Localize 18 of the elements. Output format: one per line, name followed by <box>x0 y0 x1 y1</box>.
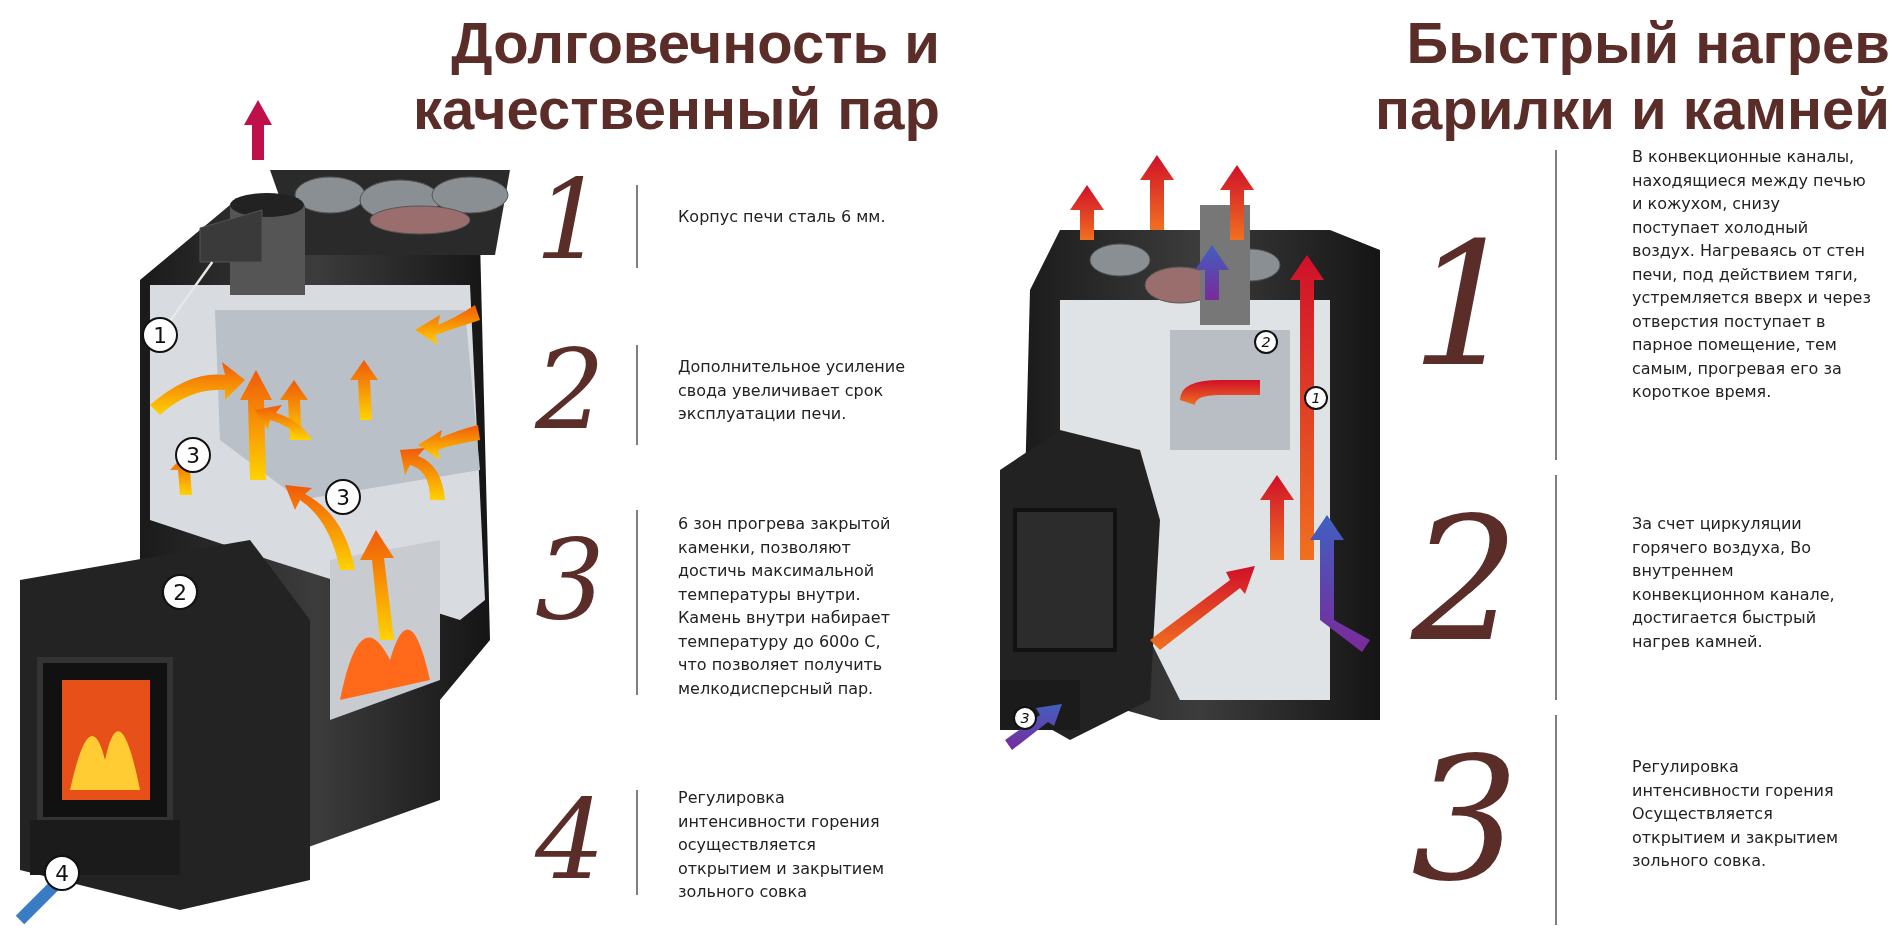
description: Корпус печи сталь 6 мм. <box>678 206 887 228</box>
section-number: 2 <box>533 330 606 450</box>
description: 6 зон прогрева закрытой каменки, позволяют достичь максимальной температуры внутри. Камень внутри набирает температуру до 600о С, что позволяет получить мелкодисперсный пар. <box>678 513 892 700</box>
description: За счет циркуляции горячего воздуха, Во внутреннем конвекционном канале, достигается быстрый нагрев камней. <box>1632 513 1836 653</box>
heading: Долговечность и качественный пар <box>412 10 940 142</box>
stove-wall-panel <box>199 209 263 263</box>
section-number: 4 <box>533 780 606 900</box>
section-number: 2 <box>1410 480 1520 681</box>
heading: Быстрый нагрев парилки и камней <box>1374 10 1890 142</box>
section-number: 1 <box>534 160 606 280</box>
leader-line <box>169 261 214 322</box>
section-number: 3 <box>1410 720 1520 921</box>
description: Регулировка интенсивности горения осуществляется открытием и закрытием зольного совка <box>678 787 886 903</box>
section-number: 3 <box>534 515 606 646</box>
description: Дополнительное усиление свода увеличивает срок эксплуатации печи. <box>678 356 907 425</box>
description: Регулировка интенсивности горения Осуществляется открытием и закрытием зольного совка. <box>1632 756 1840 872</box>
section-number: 1 <box>1410 205 1520 406</box>
description: В конвекционные каналы, находящиеся между печью и кожухом, снизу поступает холодный воздух. Нагреваясь от стен печи, под действием тяги, устремляется вверх и через отверстия поступает в парное помещение, тем самым, прогревая его за короткое время. <box>1632 146 1872 403</box>
